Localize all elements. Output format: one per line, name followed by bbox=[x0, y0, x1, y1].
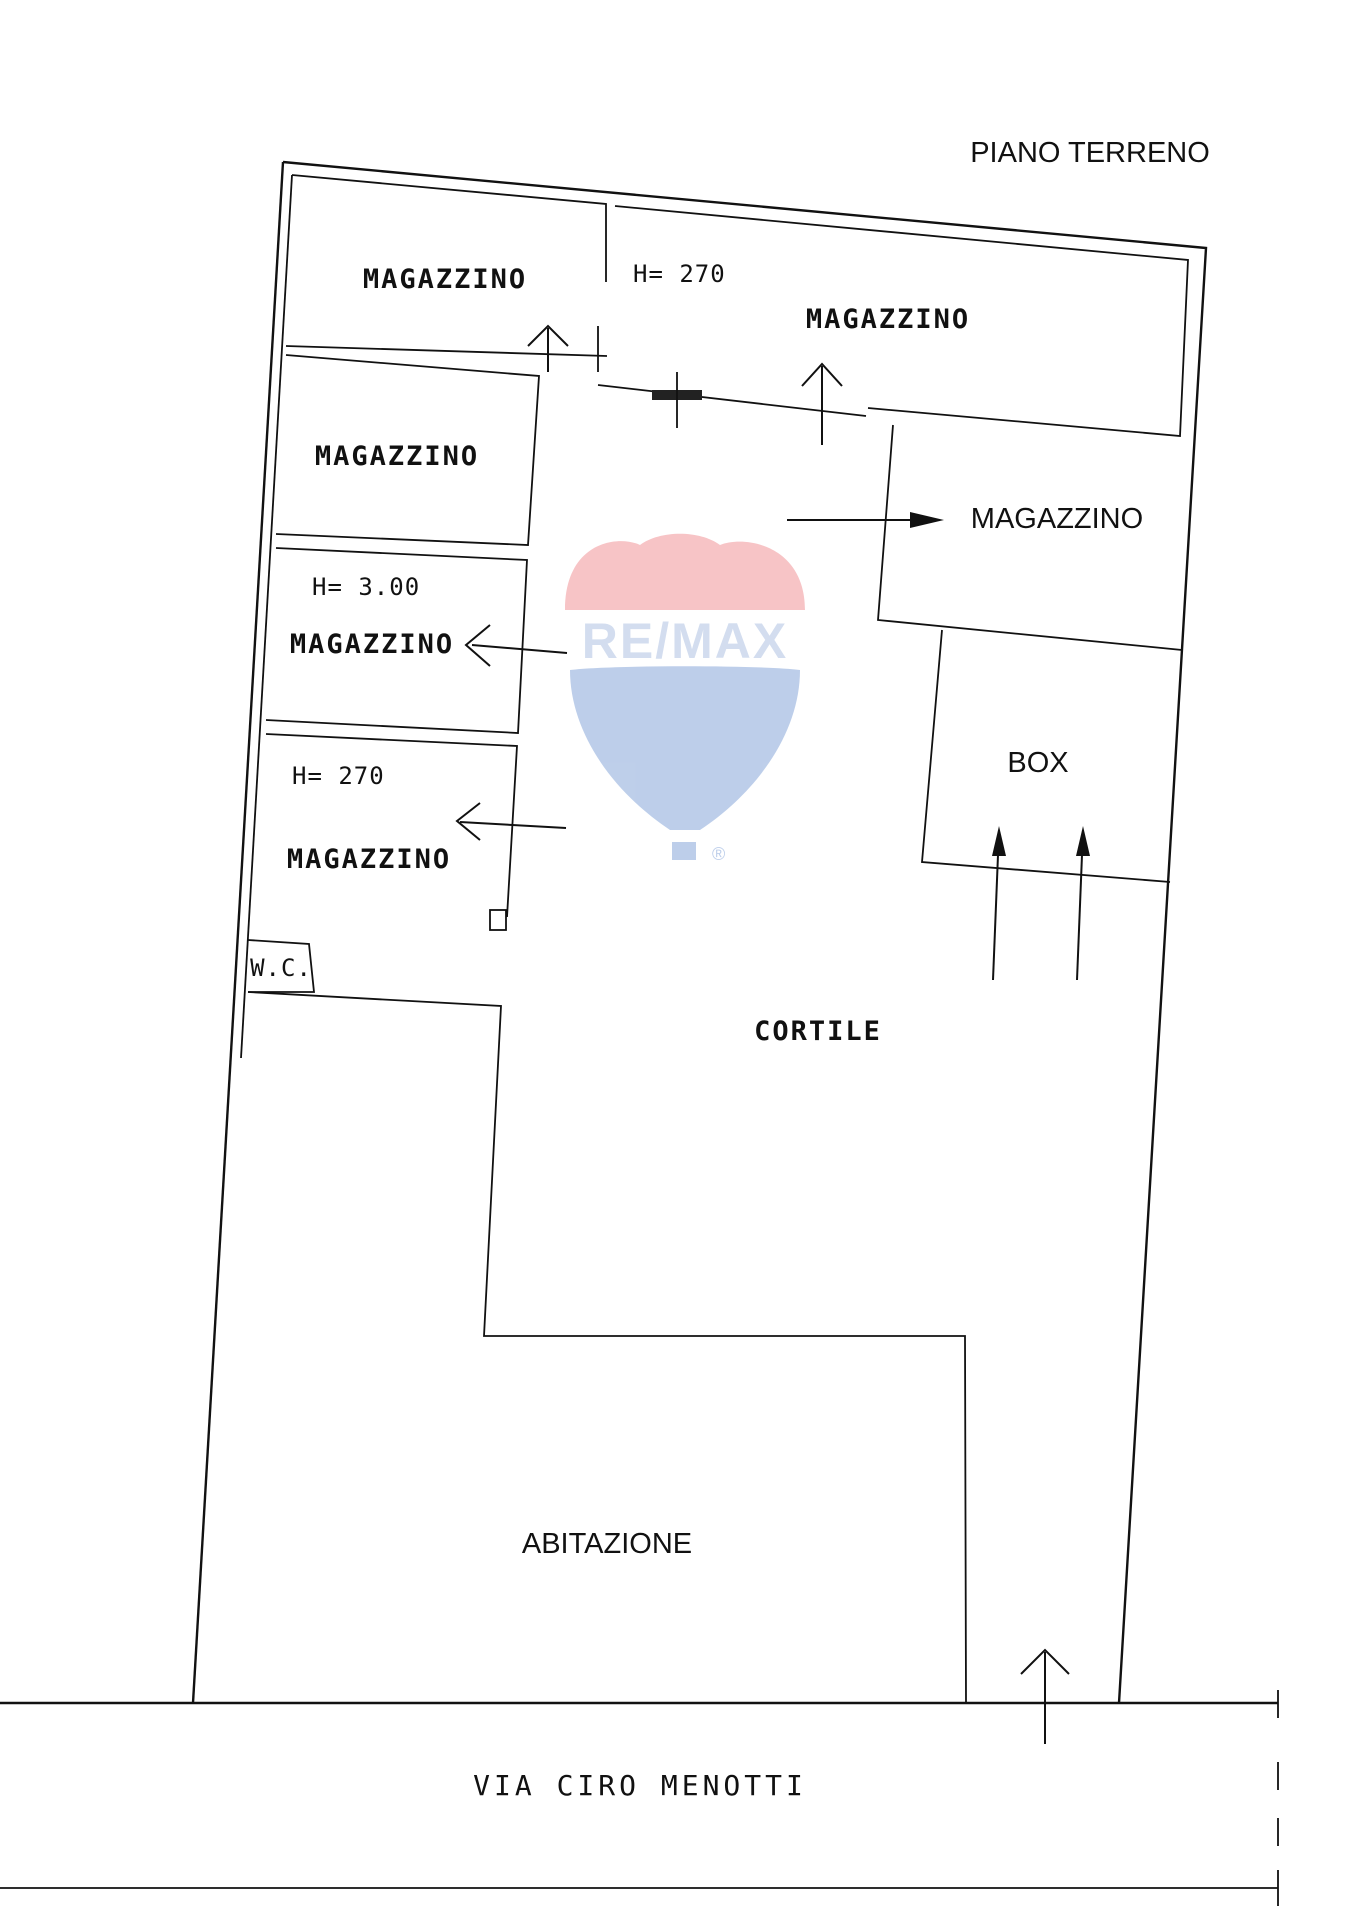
room-label-magazzino: MAGAZZINO bbox=[315, 441, 479, 472]
height-label: H= 3.00 bbox=[312, 573, 420, 601]
room-label-box: BOX bbox=[1007, 747, 1068, 779]
remax-brand-text: RE/MAX bbox=[582, 613, 788, 669]
abitazione-walls bbox=[247, 991, 967, 1704]
street-lines bbox=[0, 1690, 1279, 1906]
arrow-left-icon bbox=[455, 802, 567, 841]
access-arrows bbox=[455, 324, 1090, 1744]
outer-walls bbox=[191, 160, 1208, 1704]
arrow-up-icon bbox=[1020, 1648, 1070, 1744]
room-label-abitazione: ABITAZIONE bbox=[522, 1528, 692, 1560]
arrow-up-icon bbox=[1076, 826, 1090, 981]
balloon-top-red bbox=[565, 533, 805, 610]
room-label-magazzino: MAGAZZINO bbox=[363, 264, 527, 295]
room-label-magazzino: MAGAZZINO bbox=[287, 844, 451, 875]
arrow-right-icon bbox=[787, 512, 944, 528]
arrow-up-icon bbox=[992, 826, 1006, 981]
top-storage-walls bbox=[285, 174, 1189, 437]
room-label-magazzino: MAGAZZINO bbox=[971, 503, 1143, 535]
balloon-basket bbox=[672, 842, 696, 860]
column-post bbox=[489, 909, 507, 931]
right-storage-walls bbox=[877, 424, 1183, 883]
remax-registered-mark: ® bbox=[712, 844, 725, 864]
arrow-left-icon bbox=[464, 624, 568, 667]
room-label-cortile: CORTILE bbox=[754, 1016, 882, 1047]
arrow-up-icon bbox=[527, 324, 569, 372]
room-label-magazzino: MAGAZZINO bbox=[290, 629, 454, 660]
left-storage-walls bbox=[247, 354, 540, 993]
arrow-up-icon bbox=[801, 362, 843, 445]
street-name: VIA CIRO MENOTTI bbox=[473, 1769, 807, 1802]
floor-title: PIANO TERRENO bbox=[970, 137, 1210, 169]
remax-watermark-logo: RE/MAX ® bbox=[565, 533, 805, 864]
height-label: H= 270 bbox=[292, 762, 385, 790]
room-label-magazzino: MAGAZZINO bbox=[806, 304, 970, 335]
balloon-bottom-blue bbox=[570, 666, 800, 830]
height-label: H= 270 bbox=[633, 260, 726, 288]
room-label-wc: W.C. bbox=[250, 954, 312, 982]
